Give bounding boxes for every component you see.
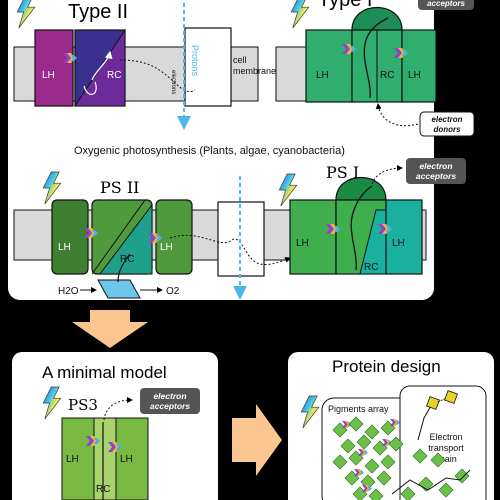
- acceptors-badge: [418, 0, 474, 10]
- lh-label: LH: [120, 454, 133, 465]
- donors-label: electron: [431, 115, 462, 124]
- lh-label: LH: [316, 70, 329, 81]
- ps3-title: PS3: [68, 396, 98, 414]
- pigment-square: [438, 482, 454, 498]
- type1-rc-dome: [351, 7, 403, 31]
- electron-flow: [119, 59, 196, 93]
- pigment-square: [412, 448, 428, 464]
- donors-label-2: donors: [433, 125, 461, 134]
- membrane-label-2: membrane: [233, 66, 276, 76]
- acceptors-label: electron: [153, 391, 186, 401]
- top-cofactor: [426, 396, 440, 410]
- type2-title: Type II: [68, 1, 128, 23]
- protons-label: Protons: [190, 45, 200, 77]
- lh-label: LH: [42, 70, 55, 81]
- designed-protein: Pigments array Electron transport chain: [300, 385, 487, 500]
- ps2-lh-right: [155, 199, 193, 275]
- ps2-lh-left: [51, 199, 89, 275]
- etc-label-2: transport: [428, 443, 464, 453]
- acceptors-label-2: acceptors: [150, 401, 190, 411]
- ps2-title: PS II: [100, 178, 139, 197]
- acceptors-label-2: acceptors: [416, 171, 456, 181]
- donor-flow: [375, 103, 419, 127]
- transfer-path: [391, 469, 471, 495]
- donors-badge: [419, 111, 475, 137]
- cofactor-link: [437, 397, 447, 403]
- pigment-square: [400, 486, 416, 500]
- right-arrow: [232, 404, 282, 476]
- etc-label: Electron: [429, 432, 462, 442]
- ps1-complex: PS I LH RC LH electron acceptors: [278, 158, 466, 275]
- protein-design-title: Protein design: [332, 357, 441, 376]
- rc-label: RC: [107, 70, 121, 81]
- electron-path: [91, 50, 113, 81]
- acceptors-label: acceptors: [427, 0, 465, 8]
- lh-label: LH: [408, 70, 421, 81]
- ps3-complex: PS3 LH RC LH electron acceptors: [42, 386, 200, 500]
- transfer-path-2: [417, 403, 433, 441]
- pigment-square: [380, 454, 396, 470]
- electron-path: [350, 185, 373, 271]
- ps1-title: PS I: [326, 163, 359, 182]
- lh-label: LH: [392, 238, 405, 249]
- etc-label-3: chain: [435, 454, 457, 464]
- type2-lh: [34, 29, 74, 107]
- ps1-lh-left: [289, 199, 337, 275]
- ps3-lh-left: [61, 417, 95, 500]
- rc-label: RC: [120, 254, 134, 265]
- lh-label: LH: [160, 242, 173, 253]
- top-cofactor-2: [444, 390, 458, 404]
- pigment-square: [332, 454, 348, 470]
- acceptor-flow: [371, 165, 403, 185]
- membrane-label: cell: [233, 55, 247, 65]
- electron-path: [363, 17, 389, 99]
- rc-divider: [91, 199, 146, 275]
- water-splitting-box: [97, 279, 141, 299]
- pigments-array-label: Pigments array: [328, 404, 389, 414]
- lh-label: LH: [296, 238, 309, 249]
- electrons-label: electrons: [170, 70, 176, 94]
- h2o-label: H2O: [58, 286, 79, 297]
- pigment-square: [430, 452, 446, 468]
- ps1-rc-dome: [335, 177, 387, 201]
- pigment-square: [418, 476, 434, 492]
- type1-lh-right: [401, 29, 437, 103]
- pigment-squares: [332, 416, 470, 500]
- rc-label: RC: [380, 70, 394, 81]
- acceptors-badge: [140, 388, 200, 414]
- pigment-square: [388, 436, 404, 452]
- electron-path: [117, 253, 131, 283]
- o2-label: O2: [166, 286, 180, 297]
- ps3-lh-right: [115, 417, 149, 500]
- ps1-lh-right: [385, 199, 423, 275]
- pigment-square: [348, 416, 364, 432]
- type1-title: Type I: [318, 0, 372, 11]
- electron-path-2: [83, 81, 97, 95]
- lh-label: LH: [58, 242, 71, 253]
- lh-label: LH: [66, 454, 79, 465]
- type2-complex: Type II LH RC Protons electrons cell mem…: [13, 0, 276, 130]
- minimal-model-title: A minimal model: [42, 363, 167, 382]
- down-arrow: [72, 310, 148, 348]
- pigment-square: [340, 438, 356, 454]
- pigment-square: [364, 424, 380, 440]
- pigment-square: [356, 434, 372, 450]
- type1-lh-left: [305, 29, 353, 103]
- rc-label: RC: [364, 262, 378, 273]
- pigment-square: [364, 458, 380, 474]
- oxygenic-caption: Oxygenic photosynthesis (Plants, algae, …: [74, 145, 345, 157]
- acceptors-label: electron: [419, 161, 452, 171]
- acceptors-badge: [406, 158, 466, 184]
- pigment-square: [376, 470, 392, 486]
- type1-complex: Type I LH RC LH acceptors electron donor…: [275, 0, 475, 137]
